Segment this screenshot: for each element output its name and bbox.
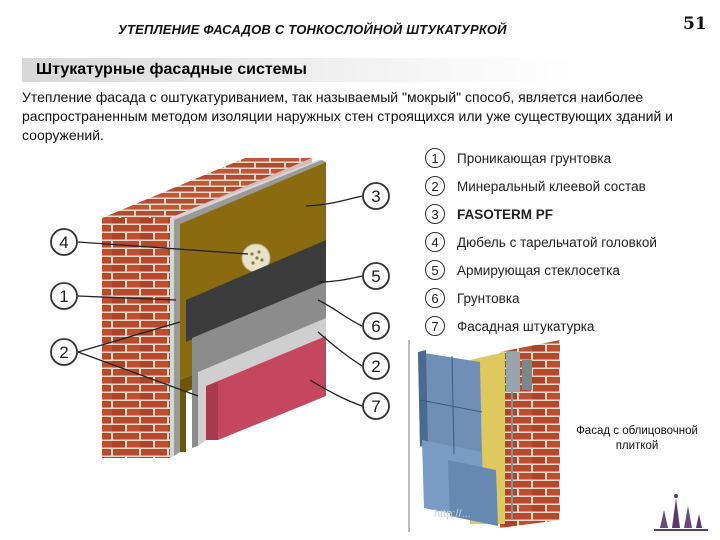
callout-label: 5: [371, 267, 380, 286]
layer-base-coat: [192, 282, 326, 448]
legend-item-7: 7 Фасадная штукатурка: [425, 314, 594, 338]
university-logo-icon: [654, 494, 708, 531]
callout-label: 7: [371, 397, 380, 416]
legend-number: 3: [425, 204, 445, 224]
legend-label: Армирующая стеклосетка: [457, 262, 620, 278]
legend-item-2: 2 Минеральный клеевой состав: [425, 174, 646, 198]
callout-2-left: 2: [50, 338, 78, 366]
legend-number: 4: [425, 232, 445, 252]
photo-watermark: http://...: [434, 508, 471, 520]
callout-label: 2: [371, 357, 380, 376]
legend-item-4: 4 Дюбель с тарельчатой головкой: [425, 230, 657, 254]
slide-title: УТЕПЛЕНИЕ ФАСАДОВ С ТОНКОСЛОЙНОЙ ШТУКАТУ…: [118, 22, 507, 37]
legend-label: Дюбель с тарельчатой головкой: [457, 234, 657, 250]
callout-2-right: 2: [362, 352, 390, 380]
section-header-bar: [22, 58, 712, 82]
callout-label: 1: [59, 287, 68, 306]
layer-plaster: [206, 336, 326, 440]
legend-number: 5: [425, 260, 445, 280]
legend-number: 7: [425, 316, 445, 336]
callout-5: 5: [362, 262, 390, 290]
callout-3: 3: [362, 182, 390, 210]
layer-primer-finish: [198, 318, 326, 446]
photo-caption: Фасад с облицовочной плиткой: [576, 425, 698, 452]
legend-item-6: 6 Грунтовка: [425, 286, 520, 310]
brick-wall-top: [102, 158, 312, 218]
callout-1: 1: [50, 282, 78, 310]
callout-label: 2: [59, 343, 68, 362]
legend-label: Грунтовка: [457, 290, 520, 306]
legend-number: 2: [425, 176, 445, 196]
legend-number: 1: [425, 148, 445, 168]
legend-label: Минеральный клеевой состав: [457, 178, 646, 194]
legend-label: Проникающая грунтовка: [457, 150, 612, 166]
callout-4: 4: [50, 228, 78, 256]
legend-number: 6: [425, 288, 445, 308]
callout-label: 6: [371, 317, 380, 336]
layer-plaster-front: [206, 382, 218, 440]
facade-photo: [414, 340, 560, 528]
layer-mesh: [186, 240, 326, 342]
legend-item-5: 5 Армирующая стеклосетка: [425, 258, 620, 282]
callout-label: 3: [371, 187, 380, 206]
brick-wall-front: [102, 218, 170, 458]
legend-label: Фасадная штукатурка: [457, 318, 595, 334]
callout-7: 7: [362, 392, 390, 420]
legend-item-3: 3 FASOTERM PF: [425, 202, 553, 226]
callout-label: 4: [59, 233, 68, 252]
section-title: Штукатурные фасадные системы: [36, 61, 307, 78]
page-number: 51: [683, 14, 707, 34]
callout-6: 6: [362, 312, 390, 340]
legend-item-1: 1 Проникающая грунтовка: [425, 146, 611, 170]
legend-label: FASOTERM PF: [457, 206, 554, 222]
intro-paragraph: Утепление фасада с оштукатуриванием, так…: [22, 89, 673, 143]
